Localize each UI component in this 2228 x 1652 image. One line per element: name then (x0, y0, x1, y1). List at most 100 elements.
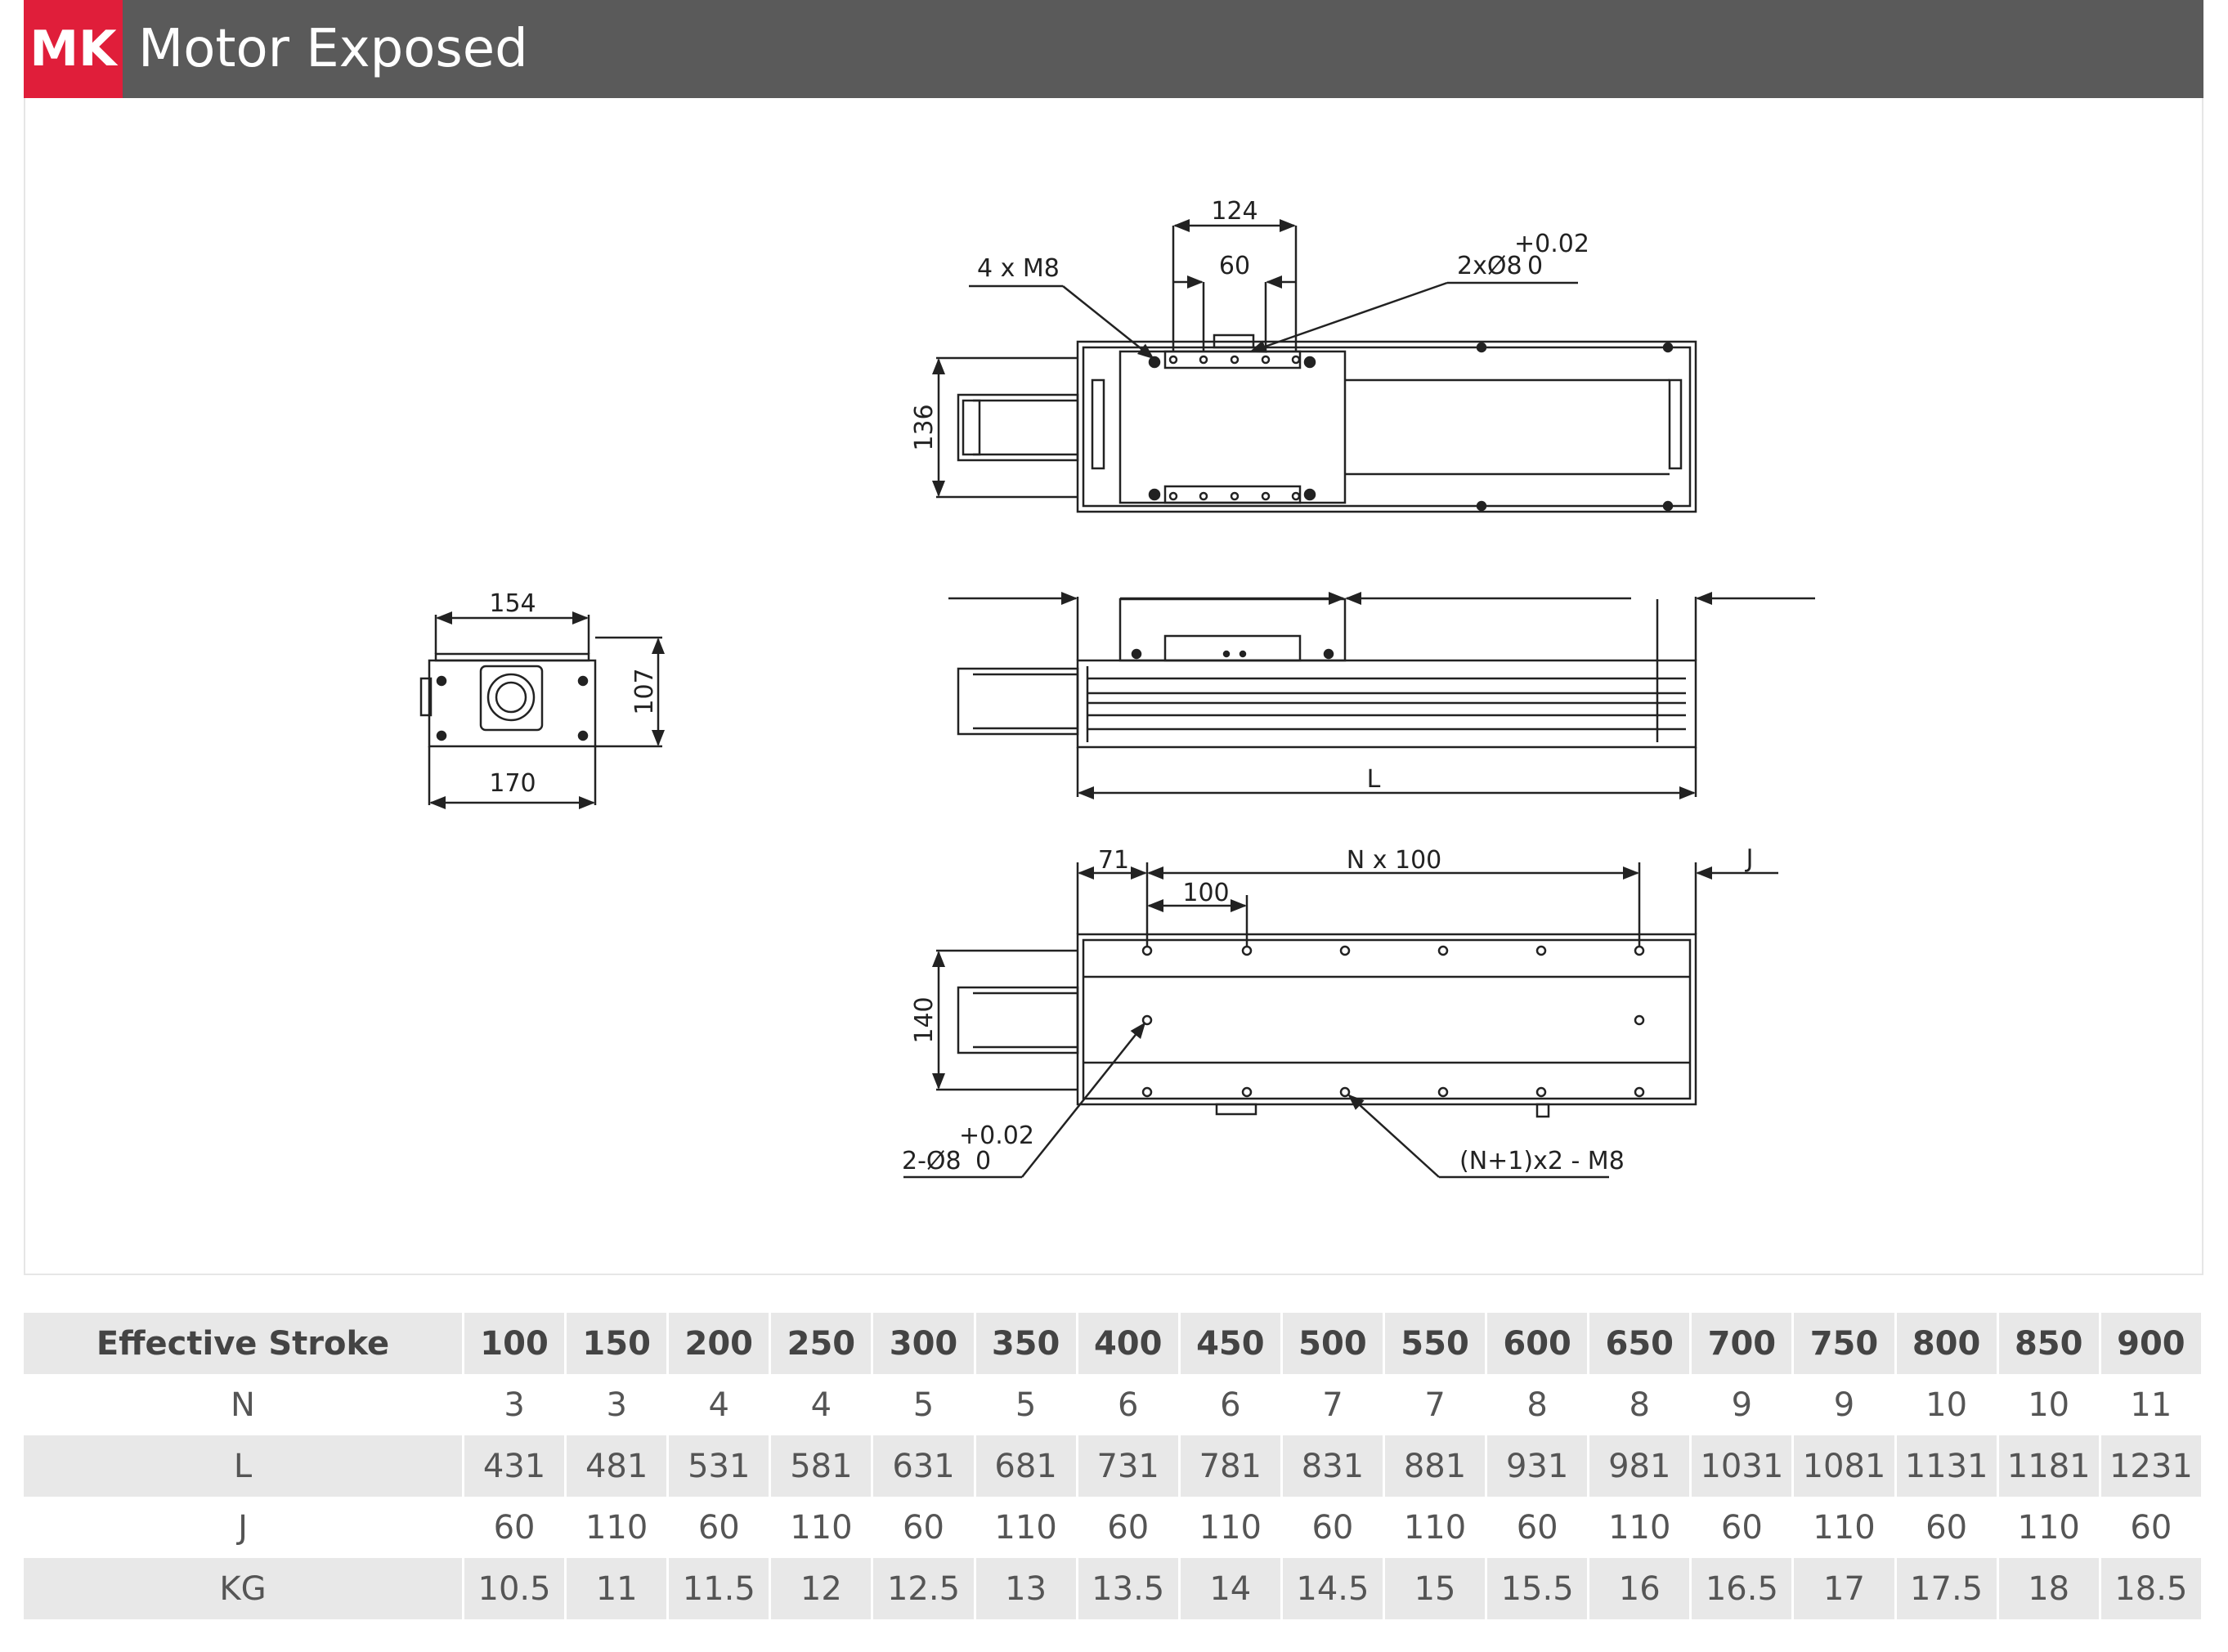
table-cell: 10 (1895, 1374, 1999, 1435)
table-cell: 11.5 (667, 1558, 772, 1619)
table-cell: 3 (463, 1374, 567, 1435)
table-cell: 531 (667, 1435, 772, 1497)
table-cell: 110 (565, 1497, 670, 1558)
table-cell: 781 (1179, 1435, 1283, 1497)
bottom-view (903, 862, 1778, 1179)
table-cell: 110 (1179, 1497, 1283, 1558)
table-cell: 13 (975, 1558, 1078, 1619)
table-cell: 1231 (2100, 1435, 2204, 1497)
table-cell: 110 (1383, 1497, 1488, 1558)
table-row: L 431 481 531 581 631 681 731 781 831 88… (24, 1435, 2204, 1497)
table-cell: 110 (1792, 1497, 1897, 1558)
note-pin-tol-lower-bottom: 0 (975, 1147, 991, 1175)
table-cell: 4 (667, 1374, 772, 1435)
stroke-header: 200 (667, 1313, 772, 1374)
table-row: J 60 110 60 110 60 110 60 110 60 110 60 … (24, 1497, 2204, 1558)
table-cell: 8 (1486, 1374, 1590, 1435)
dim-107: 107 (630, 668, 659, 714)
stroke-header: 150 (565, 1313, 670, 1374)
table-cell: 9 (1792, 1374, 1897, 1435)
table-cell: 60 (1895, 1497, 1999, 1558)
table-cell: 60 (1690, 1497, 1795, 1558)
stroke-header: 250 (769, 1313, 874, 1374)
note-pin-tol-upper-bottom: +0.02 (959, 1121, 1034, 1150)
stroke-header: 400 (1077, 1313, 1181, 1374)
dim-71: 71 (1098, 846, 1129, 875)
stroke-header: 650 (1588, 1313, 1692, 1374)
table-cell: 110 (1997, 1497, 2101, 1558)
table-cell: 60 (1281, 1497, 1385, 1558)
dim-100: 100 (1182, 879, 1229, 907)
table-row: KG 10.5 11 11.5 12 12.5 13 13.5 14 14.5 … (24, 1558, 2204, 1619)
table-cell: 110 (975, 1497, 1078, 1558)
stroke-header: 100 (463, 1313, 567, 1374)
stroke-header: 600 (1486, 1313, 1590, 1374)
table-cell: 4 (769, 1374, 874, 1435)
table-cell: 831 (1281, 1435, 1385, 1497)
table-cell: 6 (1077, 1374, 1181, 1435)
table-cell: 16.5 (1690, 1558, 1795, 1619)
spec-table: Effective Stroke 100 150 200 250 300 350… (24, 1313, 2204, 1619)
table-cell: 16 (1588, 1558, 1692, 1619)
table-cell: 5 (872, 1374, 976, 1435)
dim-140: 140 (910, 996, 939, 1043)
table-cell: 10.5 (463, 1558, 567, 1619)
table-cell: 881 (1383, 1435, 1488, 1497)
table-cell: 11 (2100, 1374, 2204, 1435)
table-cell: 631 (872, 1435, 976, 1497)
stroke-header: 550 (1383, 1313, 1488, 1374)
table-cell: 14 (1179, 1558, 1283, 1619)
series-badge: MK (24, 0, 123, 98)
dim-60: 60 (1219, 252, 1250, 280)
table-cell: 981 (1588, 1435, 1692, 1497)
dim-154: 154 (489, 589, 536, 618)
table-cell: 60 (2100, 1497, 2204, 1558)
table-cell: 18 (1997, 1558, 2101, 1619)
dim-j: J (1745, 844, 1754, 873)
page-header: MK Motor Exposed (24, 0, 2203, 98)
table-cell: 60 (667, 1497, 772, 1558)
dim-136: 136 (910, 404, 939, 450)
stroke-header: 500 (1281, 1313, 1385, 1374)
table-cell: 60 (1486, 1497, 1590, 1558)
table-row: N 3 3 4 4 5 5 6 6 7 7 8 8 9 9 10 10 11 (24, 1374, 2204, 1435)
table-cell: 681 (975, 1435, 1078, 1497)
note-holes: (N+1)x2 - M8 (1459, 1147, 1625, 1175)
table-cell: 1031 (1690, 1435, 1795, 1497)
dim-170: 170 (489, 769, 536, 798)
header-label: Effective Stroke (24, 1313, 464, 1374)
table-cell: 1081 (1792, 1435, 1897, 1497)
table-cell: 15.5 (1486, 1558, 1590, 1619)
note-pin-bottom: 2-Ø8 (902, 1147, 962, 1175)
table-cell: 17.5 (1895, 1558, 1999, 1619)
table-cell: 13.5 (1077, 1558, 1181, 1619)
table-cell: 60 (872, 1497, 976, 1558)
table-cell: 12.5 (872, 1558, 976, 1619)
table-cell: 1181 (1997, 1435, 2101, 1497)
note-pin-tol-upper: +0.02 (1514, 230, 1589, 258)
table-cell: 8 (1588, 1374, 1692, 1435)
stroke-header: 300 (872, 1313, 976, 1374)
table-cell: 15 (1383, 1558, 1488, 1619)
table-header-row: Effective Stroke 100 150 200 250 300 350… (24, 1313, 2204, 1374)
page-title: Motor Exposed (138, 19, 528, 79)
dim-n-x-100: N x 100 (1347, 846, 1442, 875)
row-label: J (24, 1497, 464, 1558)
table-cell: 731 (1077, 1435, 1181, 1497)
row-label: N (24, 1374, 464, 1435)
table-cell: 481 (565, 1435, 670, 1497)
table-cell: 110 (769, 1497, 874, 1558)
table-cell: 431 (463, 1435, 567, 1497)
table-cell: 5 (975, 1374, 1078, 1435)
technical-drawing: 124 60 4 x M8 2xØ8 +0.02 0 136 154 170 (419, 197, 1815, 1179)
stroke-header: 350 (975, 1313, 1078, 1374)
top-view (932, 219, 1697, 513)
side-view (948, 592, 1815, 799)
note-pin-tol-lower: 0 (1527, 252, 1543, 280)
stroke-header: 450 (1179, 1313, 1283, 1374)
table-cell: 581 (769, 1435, 874, 1497)
note-pin-top: 2xØ8 (1457, 252, 1522, 280)
note-4xm8: 4 x M8 (977, 254, 1060, 283)
table-cell: 1131 (1895, 1435, 1999, 1497)
table-cell: 6 (1179, 1374, 1283, 1435)
